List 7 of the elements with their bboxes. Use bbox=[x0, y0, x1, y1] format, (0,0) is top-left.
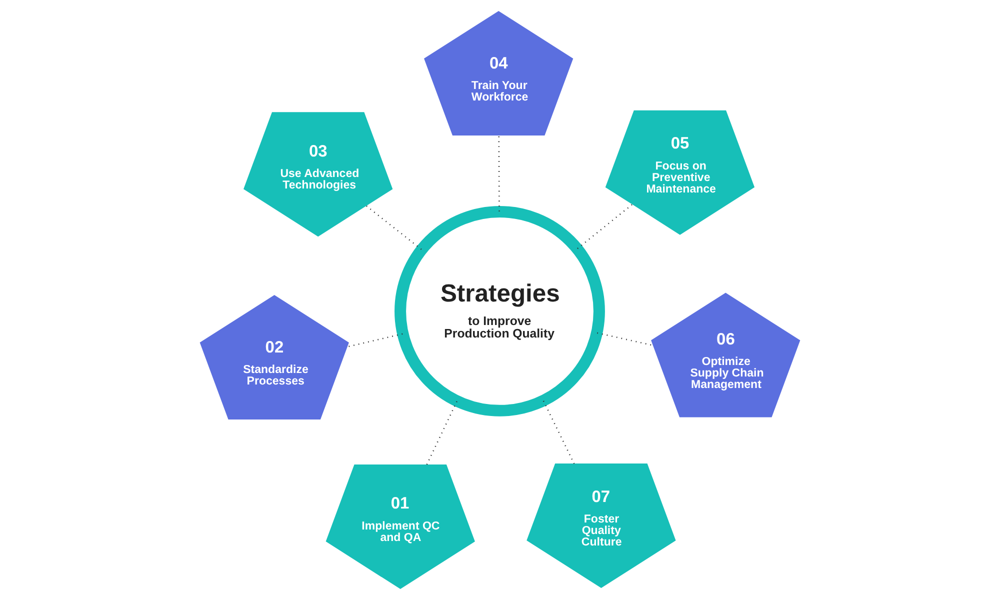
connector bbox=[366, 205, 422, 250]
connector bbox=[597, 332, 654, 346]
connector bbox=[346, 333, 403, 348]
node-circle: Strategies to Improve Production Quality bbox=[394, 206, 605, 416]
connector bbox=[577, 204, 633, 250]
connector bbox=[426, 401, 458, 466]
connector bbox=[542, 400, 575, 464]
